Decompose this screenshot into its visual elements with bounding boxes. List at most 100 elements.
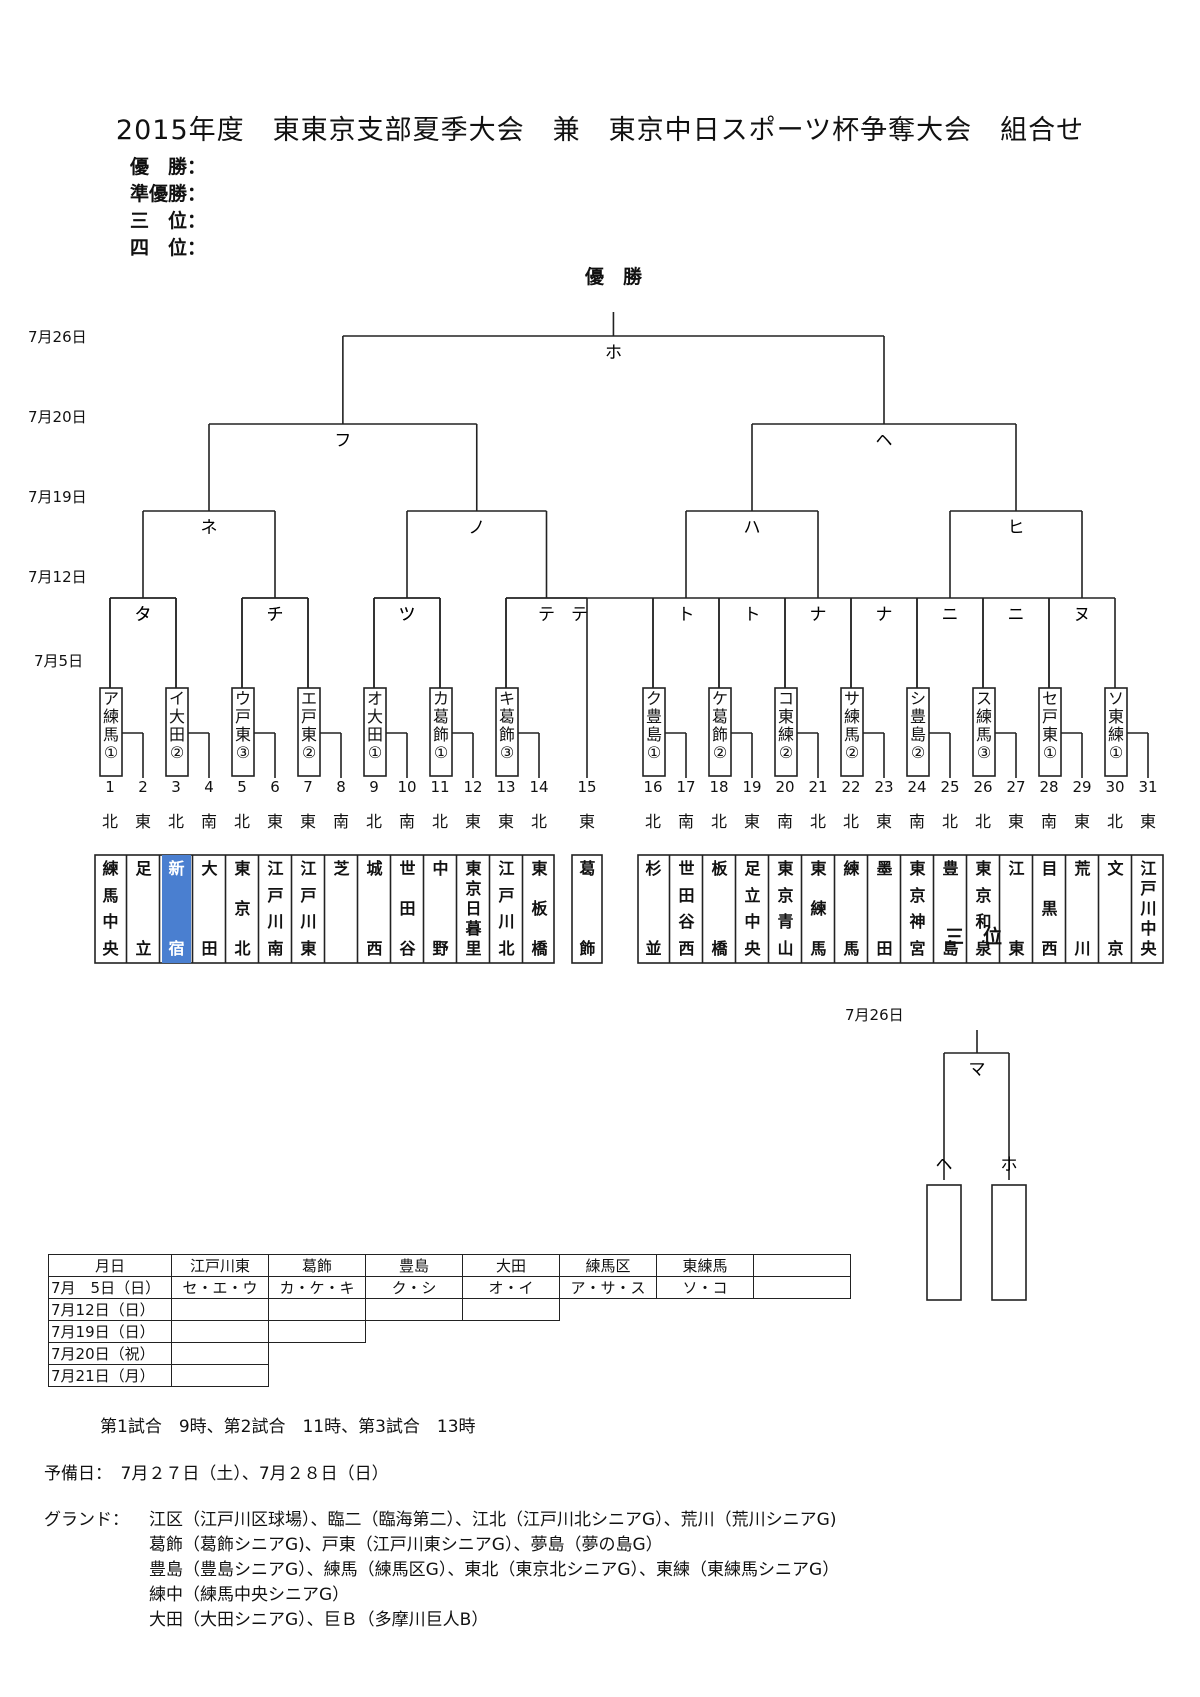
slot-number: 8 xyxy=(336,778,346,796)
team-name-char: 東 xyxy=(777,859,794,878)
slot-number: 7 xyxy=(303,778,313,796)
team-name-char: 並 xyxy=(645,939,662,958)
round1-match-box xyxy=(1038,687,1062,777)
team-name-char: 西 xyxy=(366,939,383,958)
team-name-char: 戸 xyxy=(498,885,515,905)
slot-area: 東 xyxy=(875,812,892,831)
slot-area: 東 xyxy=(1073,812,1090,831)
team-name-char: 江 xyxy=(1008,859,1025,878)
round2-bracket-label: ト xyxy=(678,605,695,625)
round2-bracket-label: タ xyxy=(135,605,152,625)
round-date-semifinal: 7月20日 xyxy=(28,408,87,426)
team-name-char: 央 xyxy=(1140,939,1157,958)
schedule-header-toshima: 豊島 xyxy=(365,1254,463,1277)
schedule-row-date: 7月20日（祝） xyxy=(48,1342,172,1365)
round2-bracket-label: ツ xyxy=(399,605,416,625)
result-winner-label: 優 勝： xyxy=(130,156,207,178)
team-name-char: 世 xyxy=(678,859,695,878)
round2-bracket-label: ナ xyxy=(876,605,893,625)
round1-match-label: イ大田② xyxy=(168,689,185,762)
team-name-char: 戸 xyxy=(300,885,317,905)
final-winner-label: 優 勝 xyxy=(585,266,643,288)
team-name-char: 北 xyxy=(234,939,251,958)
team-name-char: 城 xyxy=(366,859,383,878)
slot-number: 29 xyxy=(1072,778,1092,796)
team-box-group xyxy=(571,854,603,964)
team-name-cell: 世田谷 xyxy=(393,855,422,963)
slot-area: 北 xyxy=(233,812,250,831)
team-name-char: 東 xyxy=(975,859,992,878)
slot-area: 東 xyxy=(1139,812,1156,831)
team-name-char: 川 xyxy=(1074,939,1091,958)
ground-line: 大田（大田シニアG）、巨Ｂ（多摩川巨人B） xyxy=(149,1610,489,1630)
third-right-label: ホ xyxy=(1001,1155,1018,1175)
slot-number: 18 xyxy=(709,778,729,796)
round1-match-box xyxy=(840,687,864,777)
slot-number: 16 xyxy=(643,778,663,796)
slot-area: 東 xyxy=(134,812,151,831)
team-name-char: 橋 xyxy=(531,939,548,958)
round1-match-box xyxy=(1104,687,1128,777)
slot-area: 東 xyxy=(266,812,283,831)
team-name-cell: 東京北 xyxy=(228,855,257,963)
team-name-char: 橋 xyxy=(711,939,728,958)
team-name-char: 江 xyxy=(300,859,317,878)
semifinal-bracket-label: フ xyxy=(334,431,351,451)
schedule-cell: ソ・コ xyxy=(656,1276,754,1299)
team-name-char: 田 xyxy=(876,939,893,958)
slot-number: 24 xyxy=(907,778,927,796)
team-name-char: 黒 xyxy=(1041,899,1058,918)
team-name-char: 豊 xyxy=(942,859,959,878)
team-name-char: 北 xyxy=(498,938,515,958)
schedule-row: 7月12日（日） xyxy=(48,1298,851,1321)
slot-area: 南 xyxy=(1040,812,1057,831)
team-name-char: 江 xyxy=(267,859,284,878)
semifinal-bracket-label: ヘ xyxy=(876,431,893,451)
team-name-char: 荒 xyxy=(1074,859,1091,878)
ground-line: 葛飾（葛飾シニアG)、戸東（江戸川東シニアG）、夢島（夢の島G） xyxy=(149,1535,663,1555)
team-name-char: 央 xyxy=(744,938,761,958)
team-name-char: 中 xyxy=(744,912,761,932)
team-name-char: 練 xyxy=(810,899,827,918)
team-name-cell: 足立中央 xyxy=(738,855,767,963)
slot-area: 南 xyxy=(200,812,217,831)
slot-number: 21 xyxy=(808,778,828,796)
round1-match-label: オ大田① xyxy=(366,689,383,762)
team-name-char: 西 xyxy=(1041,939,1058,958)
team-name-cell: 新宿 xyxy=(162,855,191,963)
round2-bracket-label: ニ xyxy=(942,605,959,625)
team-name-char: 川 xyxy=(498,912,515,932)
slot-number: 19 xyxy=(742,778,762,796)
round1-match-label: ソ東練① xyxy=(1107,689,1124,762)
round2-bracket-label: タ xyxy=(135,605,152,625)
slot-number: 23 xyxy=(874,778,894,796)
schedule-cell xyxy=(753,1276,851,1299)
schedule-row: 7月 5日（日） セ・エ・ウ カ・ケ・キ ク・シ オ・イ ア・サ・ス ソ・コ xyxy=(48,1276,851,1299)
slot-number: 30 xyxy=(1105,778,1125,796)
team-name-cell: 板橋 xyxy=(705,855,734,963)
team-name-char: 新 xyxy=(168,859,185,878)
team-name-char: 馬 xyxy=(102,885,119,905)
slot-number: 22 xyxy=(841,778,861,796)
team-name-cell: 東板橋 xyxy=(525,855,554,963)
round1-match-box xyxy=(642,687,666,777)
slot-number: 2 xyxy=(138,778,148,796)
round2-bracket-label: ヌ xyxy=(1074,605,1091,625)
team-name-cell: 世田谷西 xyxy=(672,855,701,963)
team-name-char: 中 xyxy=(432,859,449,878)
team-name-char: 東 xyxy=(465,859,482,878)
team-name-char: 飾 xyxy=(579,939,596,958)
slot-number: 5 xyxy=(237,778,247,796)
team-name-cell: 江戸川南 xyxy=(261,855,290,963)
slot-area: 北 xyxy=(365,812,382,831)
slot-number: 6 xyxy=(270,778,280,796)
slot-area: 北 xyxy=(431,812,448,831)
team-name-cell: 江戸川中央 xyxy=(1134,855,1163,963)
team-name-char: 板 xyxy=(531,899,548,918)
round1-match-label: カ葛飾① xyxy=(432,689,449,762)
slot-number: 10 xyxy=(397,778,417,796)
team-name-cell: 練馬 xyxy=(837,855,866,963)
slot-area: 北 xyxy=(167,812,184,831)
slot-number: 9 xyxy=(369,778,379,796)
round2-bracket-label: ナ xyxy=(810,605,827,625)
